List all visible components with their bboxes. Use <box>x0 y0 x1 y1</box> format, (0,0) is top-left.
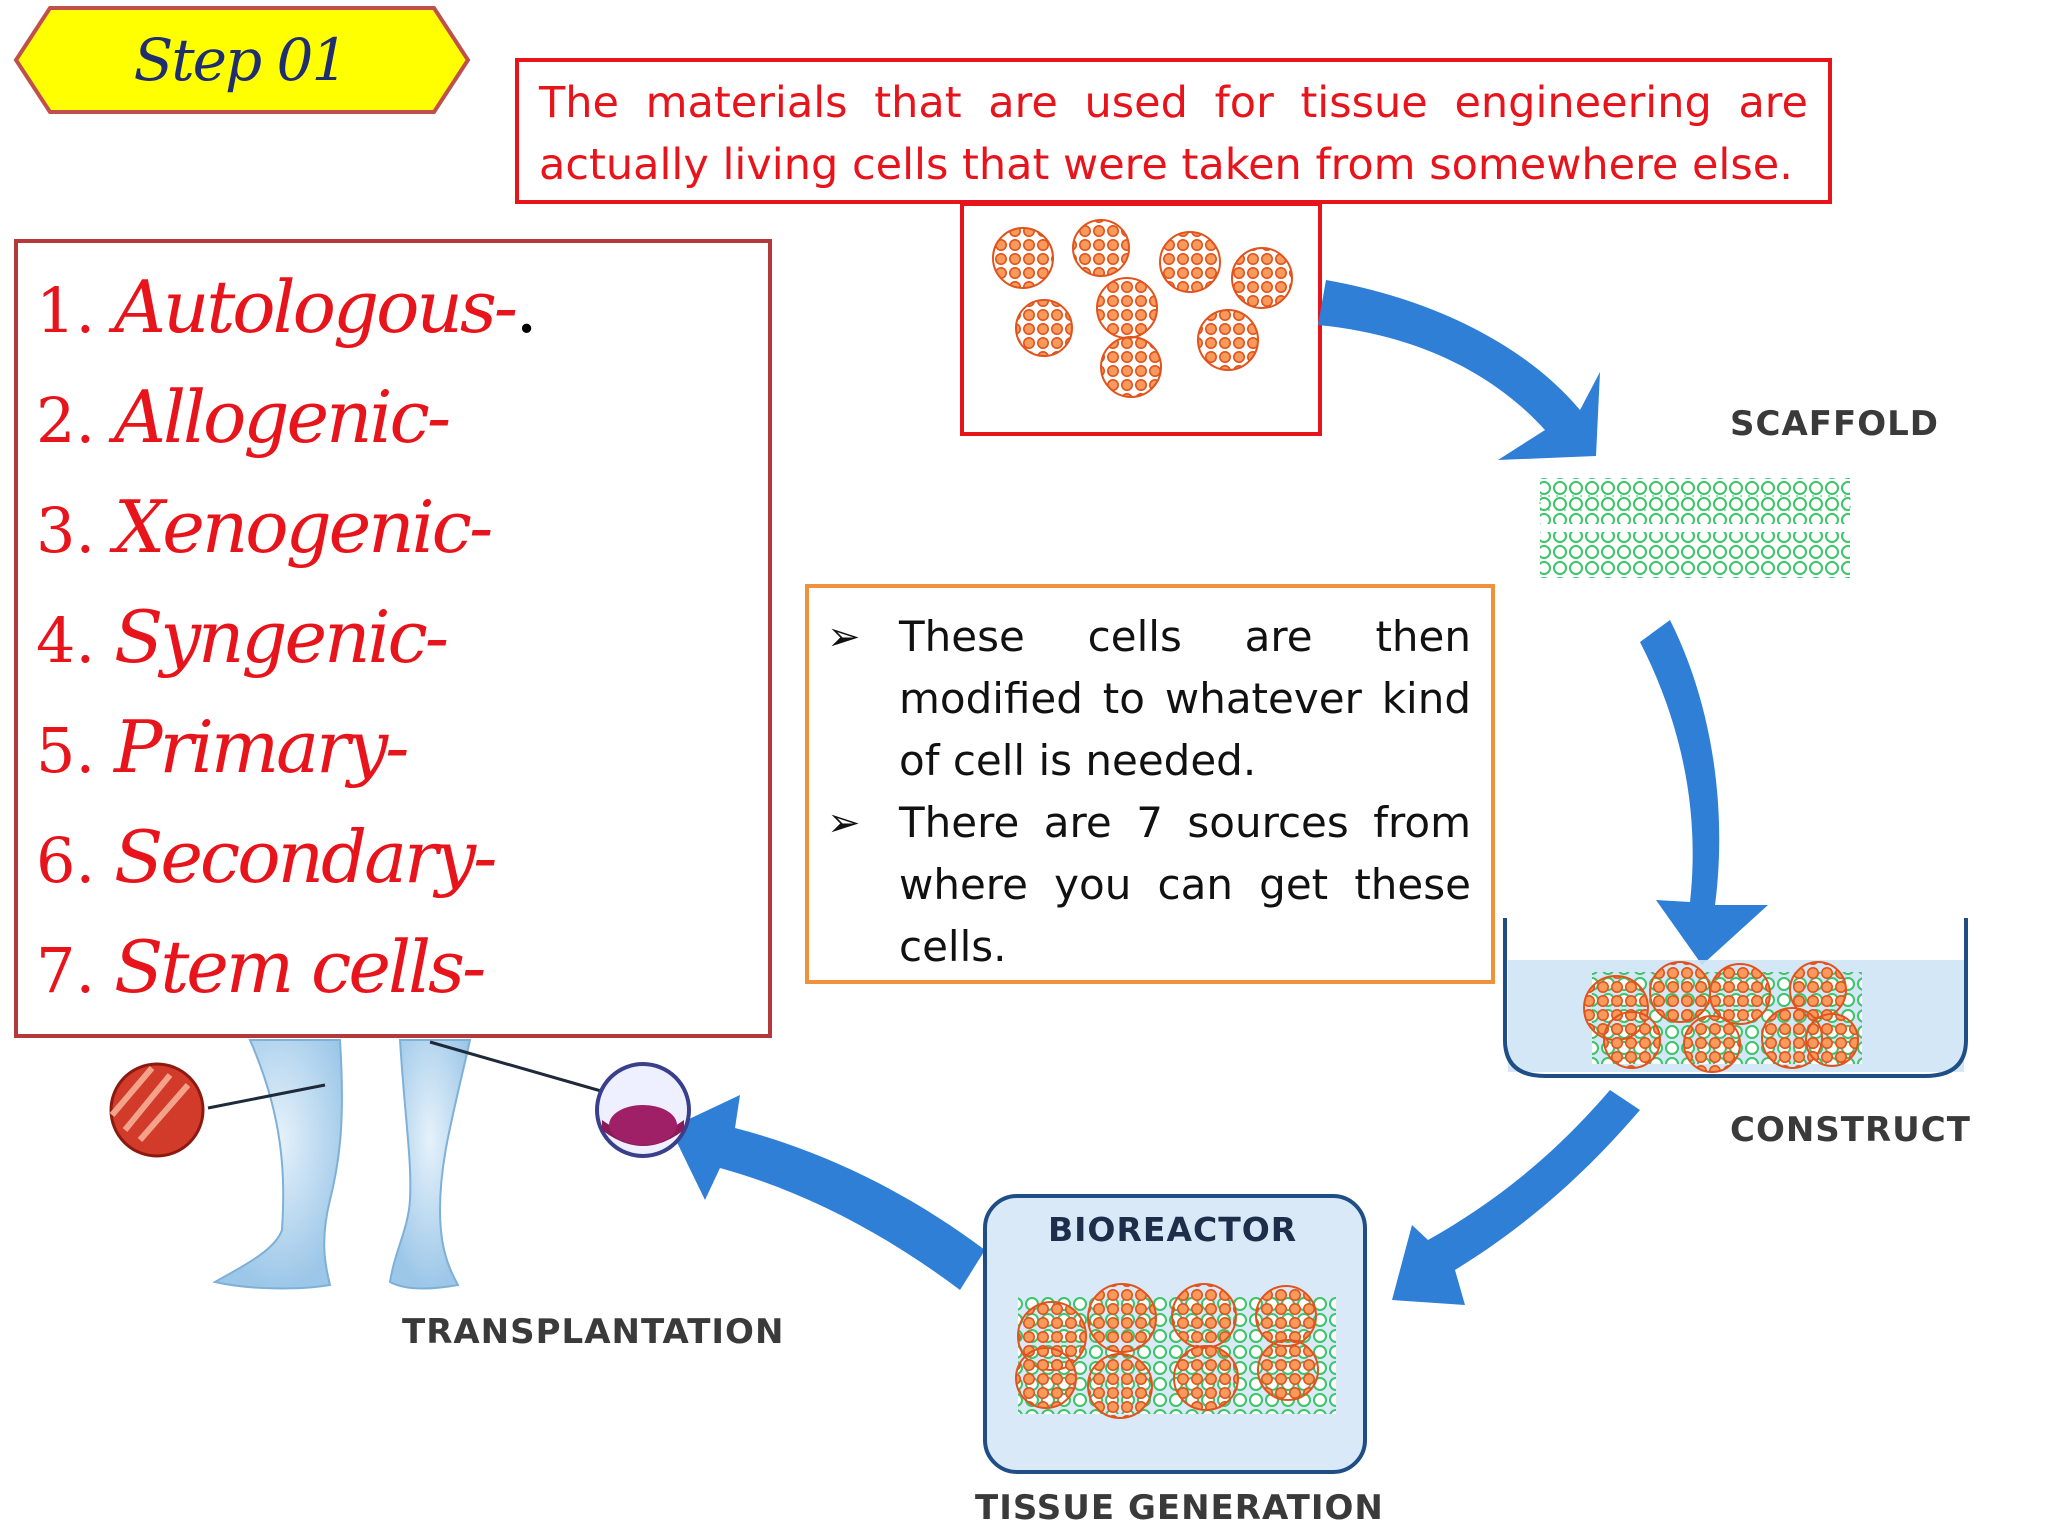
cell-cluster <box>992 227 1054 289</box>
human-body-figure <box>109 1038 691 1290</box>
source-name: Allogenic- <box>114 375 451 459</box>
intro-text: The materials that are used for tissue e… <box>539 78 1808 190</box>
source-trailing-dot: . <box>515 265 538 349</box>
arrow-bullet-icon: ➢ <box>827 800 861 846</box>
scaffold-illustration <box>1539 478 1851 578</box>
cell-cluster <box>1255 1285 1317 1347</box>
bioreactor-label: BIOREACTOR <box>1048 1210 1298 1249</box>
arrow-to-construct <box>1640 620 1768 965</box>
cell-cluster <box>1649 961 1711 1023</box>
source-item-syngenic: 4. Syngenic- <box>36 595 768 705</box>
source-name: Syngenic- <box>114 595 449 679</box>
cell-sources-panel: 1. Autologous-. 2. Allogenic- 3. Xenogen… <box>14 239 772 1038</box>
source-item-allogenic: 2. Allogenic- <box>36 375 768 485</box>
cell-cluster <box>1072 219 1130 277</box>
cell-cluster <box>1805 1013 1859 1067</box>
source-item-primary: 5. Primary- <box>36 705 768 815</box>
notes-list: ➢ These cells are then modified to whate… <box>827 606 1471 978</box>
cell-cluster <box>1015 299 1073 357</box>
note-text: There are 7 sources from where you can g… <box>899 798 1471 971</box>
step-badge <box>13 6 471 114</box>
tissue-generation-label: TISSUE GENERATION <box>975 1488 1384 1528</box>
source-item-autologous: 1. Autologous-. <box>36 265 768 375</box>
source-name: Xenogenic- <box>114 485 493 569</box>
arrow-to-bioreactor <box>1392 1090 1640 1305</box>
cell-sources-list: 1. Autologous-. 2. Allogenic- 3. Xenogen… <box>36 265 768 1035</box>
cell-cluster <box>1709 963 1771 1025</box>
scaffold-label: SCAFFOLD <box>1730 404 1939 444</box>
source-number: 3. <box>36 494 96 567</box>
construct-label: CONSTRUCT <box>1730 1110 1971 1150</box>
cell-cluster <box>1171 1283 1237 1349</box>
transplantation-label: TRANSPLANTATION <box>402 1312 785 1352</box>
arrow-bullet-icon: ➢ <box>827 614 861 660</box>
source-number: 5. <box>36 714 96 787</box>
source-item-xenogenic: 3. Xenogenic- <box>36 485 768 595</box>
source-name: Primary- <box>114 705 410 789</box>
bioreactor <box>983 1194 1367 1474</box>
note-item: ➢ These cells are then modified to whate… <box>827 606 1471 792</box>
cell-cluster <box>1603 1011 1661 1069</box>
source-number: 2. <box>36 384 96 457</box>
source-name: Autologous- <box>114 265 518 349</box>
construct-dish <box>1503 918 1968 1078</box>
cell-cluster <box>1231 247 1293 309</box>
cell-cluster <box>1159 231 1221 293</box>
notes-callout: ➢ These cells are then modified to whate… <box>805 584 1495 984</box>
cell-cluster <box>1015 1347 1077 1409</box>
source-number: 6. <box>36 824 96 897</box>
cell-cluster <box>1683 1015 1741 1073</box>
cell-cluster <box>1173 1345 1239 1411</box>
cell-source-panel <box>960 202 1322 436</box>
cell-cluster <box>1087 1283 1157 1353</box>
cell-cluster <box>1197 309 1259 371</box>
step-label: Step 01 <box>133 26 349 94</box>
cell-cluster <box>1096 277 1158 339</box>
arrow-to-transplantation <box>670 1095 985 1290</box>
note-item: ➢ There are 7 sources from where you can… <box>827 792 1471 978</box>
intro-callout: The materials that are used for tissue e… <box>515 58 1832 204</box>
cell-cluster <box>1257 1339 1319 1401</box>
cell-cluster <box>1087 1353 1153 1419</box>
source-item-stem-cells: 7. Stem cells- <box>36 925 768 1035</box>
source-name: Stem cells- <box>114 925 486 1009</box>
cell-cluster <box>1100 336 1162 398</box>
cycle-arrows <box>670 280 1768 1305</box>
source-number: 7. <box>36 934 96 1007</box>
arrow-to-scaffold <box>1318 280 1600 460</box>
note-text: These cells are then modified to whateve… <box>899 612 1471 785</box>
source-item-secondary: 6. Secondary- <box>36 815 768 925</box>
source-number: 4. <box>36 604 96 677</box>
source-name: Secondary- <box>114 815 497 899</box>
source-number: 1. <box>36 274 96 347</box>
